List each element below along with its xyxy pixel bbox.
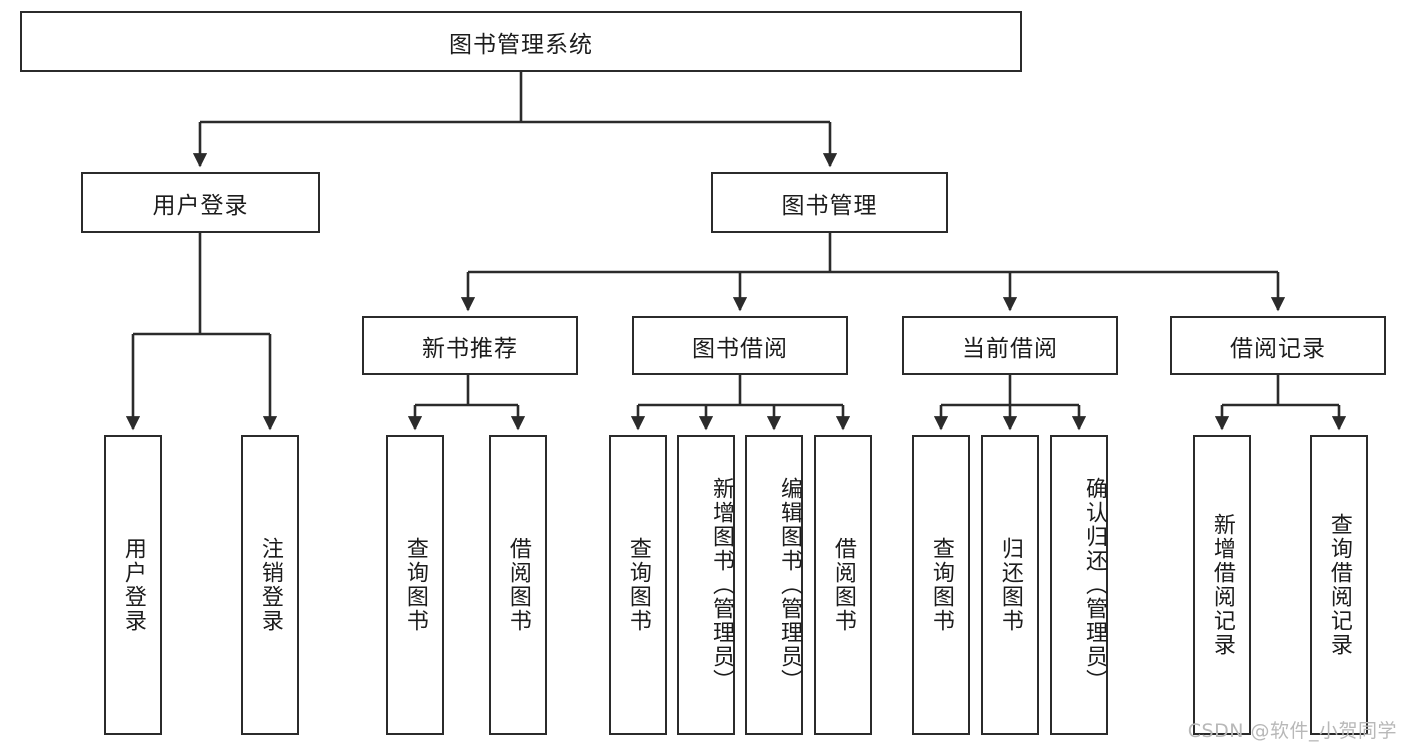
- node-root-system[interactable]: 图书管理系统: [20, 11, 1022, 72]
- node-label: 用户登录: [152, 192, 249, 219]
- leaf-add-borrow-record[interactable]: 新增借阅记录: [1193, 435, 1251, 735]
- leaf-query-book-current[interactable]: 查询图书: [912, 435, 970, 735]
- node-label: 确认归还（管理员）: [1082, 477, 1107, 693]
- leaf-edit-book-admin[interactable]: 编辑图书（管理员）: [745, 435, 803, 735]
- csdn-watermark: CSDN @软件_小贺同学: [1187, 720, 1397, 742]
- node-label: 归还图书: [997, 537, 1023, 633]
- node-label: 新增借阅记录: [1209, 513, 1235, 657]
- node-label: 查询图书: [928, 537, 954, 633]
- leaf-confirm-return-admin[interactable]: 确认归还（管理员）: [1050, 435, 1108, 735]
- node-label: 用户登录: [120, 537, 146, 633]
- node-label: 当前借阅: [962, 335, 1058, 362]
- leaf-query-book-recommend[interactable]: 查询图书: [386, 435, 444, 735]
- node-label: 图书管理: [781, 192, 878, 219]
- leaf-query-book[interactable]: 查询图书: [609, 435, 667, 735]
- node-label: 查询借阅记录: [1326, 513, 1352, 657]
- node-book-management[interactable]: 图书管理: [711, 172, 948, 233]
- node-label: 注销登录: [257, 537, 283, 633]
- node-user-login[interactable]: 用户登录: [81, 172, 320, 233]
- node-label: 借阅图书: [505, 537, 531, 633]
- leaf-logout[interactable]: 注销登录: [241, 435, 299, 735]
- leaf-borrow-book-recommend[interactable]: 借阅图书: [489, 435, 547, 735]
- leaf-return-book[interactable]: 归还图书: [981, 435, 1039, 735]
- node-label: 查询图书: [402, 537, 428, 633]
- leaf-add-book-admin[interactable]: 新增图书（管理员）: [677, 435, 735, 735]
- node-label: 查询图书: [625, 537, 651, 633]
- node-borrow-record[interactable]: 借阅记录: [1170, 316, 1386, 375]
- node-new-book-recommend[interactable]: 新书推荐: [362, 316, 578, 375]
- node-current-borrow[interactable]: 当前借阅: [902, 316, 1118, 375]
- leaf-query-borrow-record[interactable]: 查询借阅记录: [1310, 435, 1368, 735]
- node-label: 图书管理系统: [449, 31, 593, 58]
- node-label: 图书借阅: [692, 335, 788, 362]
- leaf-user-login[interactable]: 用户登录: [104, 435, 162, 735]
- node-label: 借阅记录: [1230, 335, 1326, 362]
- node-label: 编辑图书（管理员）: [777, 477, 802, 693]
- leaf-borrow-book[interactable]: 借阅图书: [814, 435, 872, 735]
- node-label: 新书推荐: [422, 335, 518, 362]
- node-label: 借阅图书: [830, 537, 856, 633]
- node-book-borrow[interactable]: 图书借阅: [632, 316, 848, 375]
- node-label: 新增图书（管理员）: [709, 477, 734, 693]
